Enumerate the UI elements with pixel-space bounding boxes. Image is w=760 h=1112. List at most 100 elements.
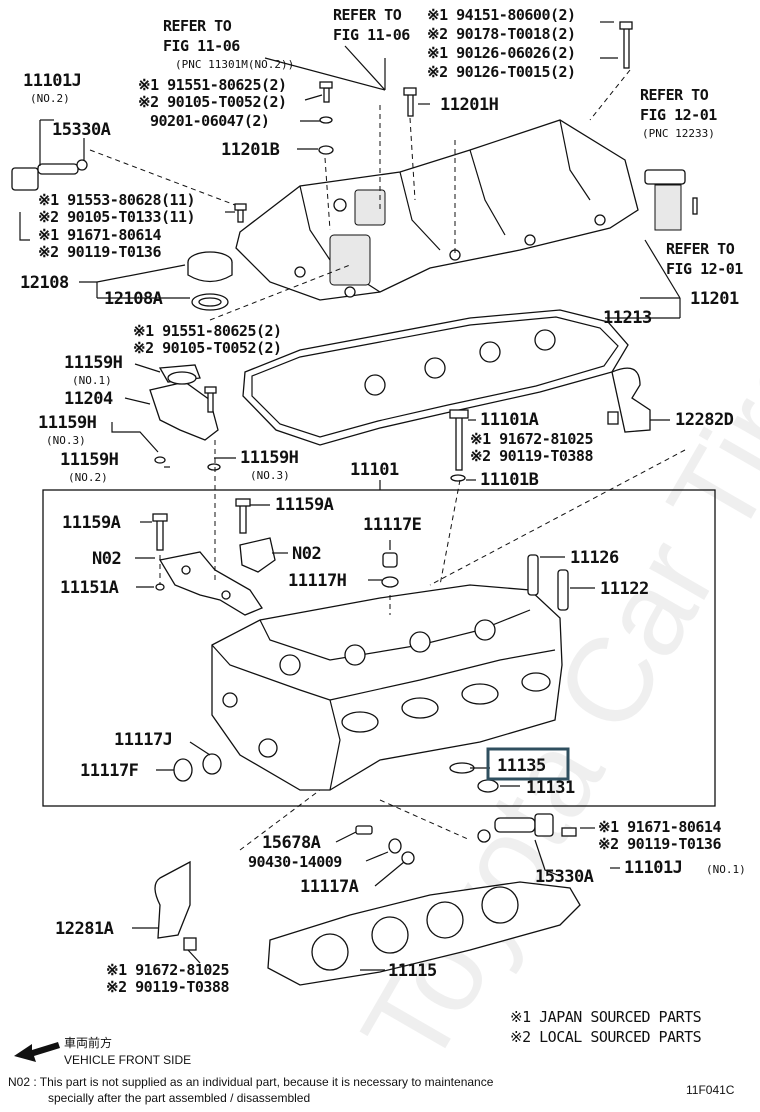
label-bolts-f[interactable]: ※1 91672-81025 ※2 90119-T0388 (106, 961, 230, 996)
label-11117e[interactable]: 11117E (363, 515, 422, 535)
svg-text:REFER TO: REFER TO (666, 240, 735, 258)
label-bolts-a[interactable]: ※1 91551-80625(2) ※2 90105-T0052(2) (138, 76, 287, 111)
svg-text:※2 90105-T0052(2): ※2 90105-T0052(2) (138, 93, 287, 111)
label-11201h[interactable]: 11201H (440, 95, 499, 115)
svg-text:車両前方: 車両前方 (64, 1035, 112, 1050)
svg-text:FIG 11-06: FIG 11-06 (333, 26, 410, 44)
svg-text:※2 90119-T0136: ※2 90119-T0136 (598, 835, 721, 853)
plugs-and-seals (173, 552, 499, 865)
label-bolts-d[interactable]: ※1 91672-81025 ※2 90119-T0388 (470, 430, 594, 465)
label-11159h-no2[interactable]: 11159H (60, 450, 119, 470)
svg-text:FIG 12-01: FIG 12-01 (666, 260, 743, 278)
label-11101a[interactable]: 11101A (480, 410, 539, 430)
label-top-bolts[interactable]: ※1 94151-80600(2) ※2 90178-T0018(2) ※1 9… (427, 6, 576, 81)
svg-text:※2 90178-T0018(2): ※2 90178-T0018(2) (427, 25, 576, 43)
label-11101[interactable]: 11101 (350, 460, 399, 480)
svg-text:specially after the part assem: specially after the part assembled / dis… (48, 1091, 310, 1105)
svg-text:※2 90105-T0052(2): ※2 90105-T0052(2) (133, 339, 282, 357)
label-11101j-top[interactable]: 11101J (23, 71, 82, 91)
svg-text:REFER TO: REFER TO (163, 17, 232, 35)
oil-control-valve-bottom (477, 813, 554, 843)
highlight-box-11135[interactable] (486, 747, 570, 781)
label-n02-right[interactable]: N02 (292, 544, 322, 564)
label-11159a-left[interactable]: 11159A (62, 513, 121, 533)
svg-text:FIG 12-01: FIG 12-01 (640, 106, 717, 124)
label-15330a-top[interactable]: 15330A (52, 120, 111, 140)
label-11117h[interactable]: 11117H (288, 571, 347, 591)
label-12108[interactable]: 12108 (20, 273, 69, 293)
svg-text:※1 90126-06026(2): ※1 90126-06026(2) (427, 44, 576, 62)
svg-text:※2 90126-T0015(2): ※2 90126-T0015(2) (427, 63, 576, 81)
svg-text:※2 90119-T0388: ※2 90119-T0388 (470, 447, 593, 465)
svg-text:※2 90105-T0133(11): ※2 90105-T0133(11) (38, 208, 195, 226)
label-11122[interactable]: 11122 (600, 579, 649, 599)
label-11151a[interactable]: 11151A (60, 578, 119, 598)
label-refer-11-06-a[interactable]: REFER TO FIG 11-06 (PNC 11301M(NO.2)) (163, 17, 294, 71)
svg-text:※1 94151-80600(2): ※1 94151-80600(2) (427, 6, 576, 24)
label-11117a[interactable]: 11117A (300, 877, 359, 897)
label-12281a[interactable]: 12281A (55, 919, 114, 939)
bolts (152, 21, 698, 951)
svg-text:※1 91553-80628(11): ※1 91553-80628(11) (38, 191, 195, 209)
cylinder-head-cover (235, 119, 639, 301)
camshaft-housing (158, 551, 263, 616)
label-no1-a: (NO.1) (72, 374, 112, 387)
label-11159h-no3b[interactable]: 11159H (240, 448, 299, 468)
label-refer-12-01-a[interactable]: REFER TO FIG 12-01 (PNC 12233) (640, 86, 718, 140)
svg-text:(PNC 12233): (PNC 12233) (642, 127, 715, 140)
label-11201[interactable]: 11201 (690, 289, 739, 309)
label-bolts-b[interactable]: ※1 91553-80628(11) ※2 90105-T0133(11) ※1… (38, 191, 196, 261)
svg-text:※1 91671-80614: ※1 91671-80614 (598, 818, 721, 836)
label-11135[interactable]: 11135 (497, 756, 546, 776)
label-11159a-right[interactable]: 11159A (275, 495, 334, 515)
svg-text:N02 : This part is not supplie: N02 : This part is not supplied as an in… (8, 1075, 494, 1089)
label-11101j-bottom[interactable]: 11101J (624, 858, 683, 878)
leader-lines (19, 21, 681, 971)
label-12108a[interactable]: 12108A (104, 289, 163, 309)
label-bolts-c[interactable]: ※1 91551-80625(2) ※2 90105-T0052(2) (133, 322, 282, 357)
label-11126[interactable]: 11126 (570, 548, 619, 568)
oil-control-valve-top (11, 159, 88, 191)
svg-text:※2 90119-T0388: ※2 90119-T0388 (106, 978, 229, 996)
label-11117j[interactable]: 11117J (114, 730, 173, 750)
cylinder-head-gasket (267, 881, 581, 986)
label-11213[interactable]: 11213 (603, 308, 652, 328)
figure-id: 11F041C (686, 1083, 735, 1097)
label-15330a-bottom[interactable]: 15330A (535, 867, 594, 887)
svg-text:※1 91671-80614: ※1 91671-80614 (38, 226, 161, 244)
label-11204[interactable]: 11204 (64, 389, 113, 409)
vehicle-front-indicator: 車両前方 VEHICLE FRONT SIDE (14, 1035, 191, 1067)
svg-text:※1 91551-80625(2): ※1 91551-80625(2) (138, 76, 287, 94)
legend: ※1 JAPAN SOURCED PARTS ※2 LOCAL SOURCED … (510, 1008, 702, 1046)
label-15678a[interactable]: 15678A (262, 833, 321, 853)
label-no3-b: (NO.3) (250, 469, 290, 482)
cylinder-head (211, 584, 563, 791)
label-11115[interactable]: 11115 (388, 961, 437, 981)
washers (154, 116, 334, 591)
valve-guides (527, 554, 569, 611)
label-n02-left[interactable]: N02 (92, 549, 122, 569)
label-12282d[interactable]: 12282D (675, 410, 734, 430)
cylinder-head-sub-box (42, 489, 716, 807)
label-90201[interactable]: 90201-06047(2) (150, 112, 270, 130)
camshaft-bearing-cap-r (239, 537, 276, 573)
oil-filler-cap (187, 251, 233, 311)
label-refer-11-06-b[interactable]: REFER TO FIG 11-06 (333, 6, 411, 44)
svg-text:FIG 11-06: FIG 11-06 (163, 37, 240, 55)
label-90430[interactable]: 90430-14009 (248, 853, 343, 871)
svg-text:(PNC 11301M(NO.2)): (PNC 11301M(NO.2)) (175, 58, 294, 71)
label-refer-12-01-b[interactable]: REFER TO FIG 12-01 (666, 240, 744, 278)
label-11159h-no3[interactable]: 11159H (38, 413, 97, 433)
label-no2-b: (NO.2) (68, 471, 108, 484)
label-11131[interactable]: 11131 (526, 778, 575, 798)
label-11101b[interactable]: 11101B (480, 470, 539, 490)
label-bolts-e[interactable]: ※1 91671-80614 ※2 90119-T0136 (598, 818, 722, 853)
dashed-alignment-lines (89, 69, 686, 851)
svg-text:REFER TO: REFER TO (333, 6, 402, 24)
label-11117f[interactable]: 11117F (80, 761, 139, 781)
svg-text:※1 JAPAN SOURCED PARTS: ※1 JAPAN SOURCED PARTS (510, 1008, 702, 1026)
svg-text:※2 LOCAL SOURCED PARTS: ※2 LOCAL SOURCED PARTS (510, 1028, 702, 1046)
label-11201b[interactable]: 11201B (221, 140, 280, 160)
label-11159h-no1[interactable]: 11159H (64, 353, 123, 373)
